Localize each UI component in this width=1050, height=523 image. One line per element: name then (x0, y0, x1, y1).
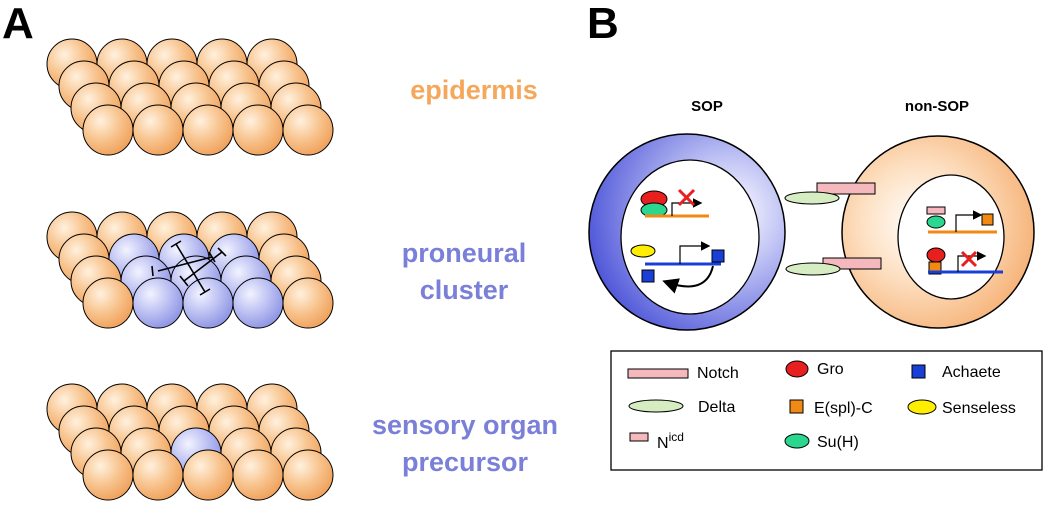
legend-nicd-label: Nicd (657, 430, 684, 452)
legend-espl-label: E(spl)-C (814, 400, 873, 417)
nicd-protein (926, 206, 946, 215)
espl-product (981, 213, 994, 226)
epidermal-cell (282, 104, 334, 156)
sop-label: SOP (691, 98, 723, 115)
cell-sheet-3 (46, 383, 334, 501)
sop-achaete-active (630, 241, 725, 294)
epidermal-cell (132, 104, 184, 156)
epidermal-cell (82, 277, 134, 329)
legend-suh-icon (784, 433, 810, 449)
proneural-cell (232, 277, 284, 329)
epidermal-cell (132, 449, 184, 501)
cell-sheet-2 (46, 211, 334, 329)
legend-nicd-icon (629, 432, 649, 442)
epidermal-cell (282, 277, 334, 329)
panel-b-letter: B (587, 0, 619, 48)
cell-sheet-1 (46, 38, 334, 156)
legend-delta-icon (628, 399, 684, 413)
delta-ligand-upper (784, 191, 840, 205)
epidermal-cell (182, 104, 234, 156)
legend-achaete-icon (911, 364, 926, 379)
senseless-protein (630, 244, 656, 258)
legend-notch-icon (627, 368, 689, 379)
suh-protein-nonsop (926, 215, 946, 229)
legend-achaete-label: Achaete (942, 364, 1001, 381)
epidermal-cell (232, 449, 284, 501)
sensory-organ-precursor-label: sensory organ precursor (372, 410, 558, 477)
epidermal-cell (282, 449, 334, 501)
legend-notch-label: Notch (697, 365, 739, 382)
svg-text:precursor: precursor (402, 447, 529, 477)
legend-gro-label: Gro (817, 361, 844, 378)
achaete-protein (641, 269, 655, 283)
svg-text:sensory organ: sensory organ (372, 410, 558, 440)
legend-gro-icon (785, 360, 809, 378)
svg-text:epidermis: epidermis (410, 75, 538, 105)
legend-delta-label: Delta (698, 399, 735, 416)
legend-suh-label: Su(H) (817, 434, 859, 451)
achaete-product (711, 249, 725, 263)
lateral-inhibition-symbols (151, 240, 227, 296)
proneural-cell (182, 277, 234, 329)
legend-senseless-icon (907, 399, 937, 415)
repression-cross-icon (677, 188, 696, 207)
non-sop-label: non-SOP (905, 98, 969, 115)
nonsop-espl-active (926, 206, 997, 234)
panel-a-cell-sheets (46, 38, 334, 501)
non-sop-nucleus (897, 174, 1005, 300)
epidermal-cell (82, 449, 134, 501)
sop-cell (588, 133, 786, 331)
panel-a-letter: A (2, 0, 34, 48)
epidermis-label: epidermis (410, 75, 538, 105)
nonsop-achaete-repressed (926, 247, 1003, 275)
repression-cross-icon-nonsop (960, 250, 978, 268)
gro-protein-nonsop (926, 247, 946, 263)
epidermal-cell (82, 104, 134, 156)
notch-delta-signaling (784, 182, 882, 276)
notch-receptor-upper (816, 182, 876, 195)
proneural-cell (132, 277, 184, 329)
epidermal-cell (182, 449, 234, 501)
sop-nucleus (620, 159, 760, 315)
svg-text:proneural: proneural (402, 238, 527, 268)
epidermal-cell (232, 104, 284, 156)
delta-ligand-lower (785, 262, 841, 276)
legend-senseless-label: Senseless (942, 400, 1016, 417)
svg-text:cluster: cluster (420, 275, 509, 305)
proneural-cluster-label: proneural cluster (402, 238, 527, 305)
sop-espl-repressed (640, 188, 709, 218)
legend: Notch Delta Nicd Gro E(spl)-C Su(H) Acha… (610, 350, 1043, 471)
legend-espl-icon (789, 399, 804, 414)
